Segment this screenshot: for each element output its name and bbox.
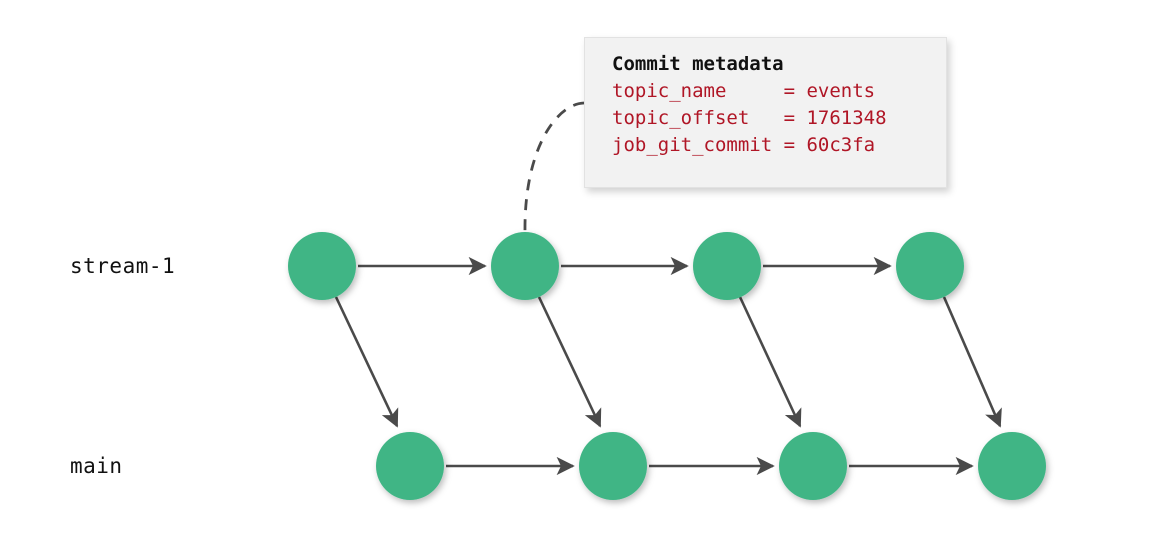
commit-node[interactable] <box>779 432 847 500</box>
lane-label-stream-1: stream-1 <box>70 254 176 278</box>
callout-row-topic-offset: topic_offset = 1761348 <box>612 106 887 129</box>
callout-row-job-git-commit: job_git_commit = 60c3fa <box>612 133 876 156</box>
commit-node[interactable] <box>288 232 356 300</box>
commit-node[interactable] <box>896 232 964 300</box>
edges-horizontal <box>358 256 974 476</box>
commit-node[interactable] <box>978 432 1046 500</box>
edge-s1c4-mainc4 <box>942 296 1002 428</box>
edge-s1c2-mainc2 <box>537 296 602 428</box>
edges-diagonal <box>334 296 1002 428</box>
callout-leader-line <box>523 101 585 233</box>
commit-node[interactable] <box>376 432 444 500</box>
commit-metadata-callout: Commit metadata topic_name = events topi… <box>584 37 947 188</box>
commit-nodes <box>288 232 1046 500</box>
edge-s1c1-mainc1 <box>334 296 399 428</box>
commit-node[interactable] <box>579 432 647 500</box>
commit-node[interactable] <box>491 232 559 300</box>
lane-label-main: main <box>70 454 123 478</box>
edge-s1c3-mainc3 <box>738 296 802 428</box>
commit-node[interactable] <box>693 232 761 300</box>
callout-title: Commit metadata <box>612 53 784 75</box>
callout-row-topic-name: topic_name = events <box>612 79 876 102</box>
